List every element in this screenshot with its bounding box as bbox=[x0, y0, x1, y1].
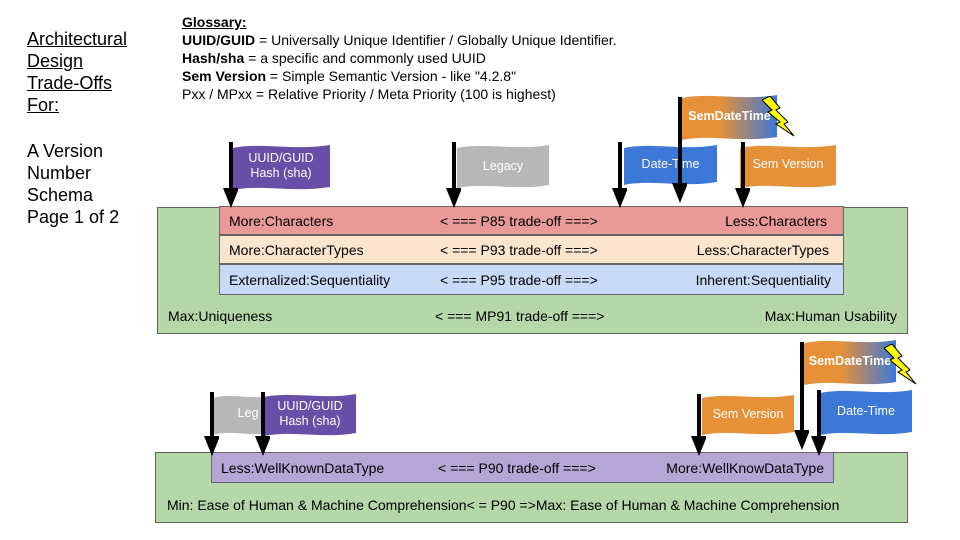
flag-cloth bbox=[232, 145, 330, 190]
datetime-flag-label: Date-Time bbox=[641, 157, 700, 171]
glossary-def: = a specific and commonly used UUID bbox=[244, 50, 486, 66]
uuid-line-2: Hash (sha) bbox=[250, 166, 312, 180]
side-title: Architectural Design Trade-Offs For: bbox=[27, 28, 127, 116]
lightning-icon bbox=[884, 344, 917, 385]
row-mid: < === P90 trade-off ===> bbox=[438, 460, 596, 476]
glossary-entry: UUID/GUID = Universally Unique Identifie… bbox=[182, 31, 617, 49]
glossary-heading: Glossary: bbox=[182, 14, 247, 30]
semversion-pole bbox=[735, 142, 750, 208]
semversion-flag-label: Sem Version bbox=[752, 157, 824, 171]
side-sub-line: Number bbox=[27, 163, 92, 183]
uuid-flag: UUID/GUID Hash (sha) bbox=[232, 145, 330, 190]
datetime-pole bbox=[612, 142, 627, 208]
uuid-pole-bottom bbox=[255, 392, 270, 456]
glossary-entry: Sem Version = Simple Semantic Version - … bbox=[182, 67, 617, 85]
semversion-flag-shape bbox=[740, 145, 836, 188]
datetime-flag-shape bbox=[624, 145, 717, 185]
semdatetime-flag-shape bbox=[682, 95, 777, 140]
row-mid: < === P85 trade-off ===> bbox=[440, 213, 598, 229]
row-mid: < === P93 trade-off ===> bbox=[440, 242, 598, 258]
semdatetime-flag: SemDateTime bbox=[682, 95, 777, 140]
semdatetime-pole bbox=[672, 97, 687, 203]
lightning-icon bbox=[762, 96, 795, 137]
uuid-line-1: UUID/GUID bbox=[277, 399, 343, 413]
semversion-flag: Sem Version bbox=[740, 145, 836, 188]
glossary-entry: Pxx / MPxx = Relative Priority / Meta Pr… bbox=[182, 85, 617, 103]
legacy-flag-bottom: Leg bbox=[213, 395, 273, 435]
row-right: Less:Characters bbox=[725, 213, 827, 229]
row-left: More:CharacterTypes bbox=[229, 242, 364, 258]
row-right: Less:CharacterTypes bbox=[696, 242, 829, 258]
legacy-pole-bottom bbox=[204, 392, 219, 456]
semdatetime-flag-bottom-label: SemDateTime bbox=[808, 354, 892, 368]
tradeoff-row-charactertypes: More:CharacterTypes < === P93 trade-off … bbox=[219, 235, 844, 264]
datetime-flag-bottom: Date-Time bbox=[820, 390, 912, 435]
tradeoff-row-sequentiality: Externalized:Sequentiality < === P95 tra… bbox=[219, 264, 844, 295]
row-right: More:WellKnowDataType bbox=[666, 460, 824, 476]
legacy-pole bbox=[446, 142, 461, 208]
uuid-flag-shape bbox=[232, 145, 330, 190]
semversion-flag-bottom-label: Sem Version bbox=[712, 407, 784, 421]
uuid-pole bbox=[223, 142, 238, 208]
datetime-flag-bottom-label: Date-Time bbox=[837, 404, 895, 418]
side-title-line: Architectural bbox=[27, 29, 128, 49]
glossary-term: Sem Version bbox=[182, 68, 267, 84]
semversion-flag-bottom-shape bbox=[702, 395, 794, 435]
glossary-def: = Simple Semantic Version - like "4.2.8" bbox=[266, 68, 517, 84]
side-subtitle: A Version Number Schema Page 1 of 2 bbox=[27, 140, 119, 228]
semversion-flag-bottom: Sem Version bbox=[702, 395, 794, 435]
glossary-def: Pxx / MPxx = Relative Priority / Meta Pr… bbox=[182, 86, 556, 102]
uuid-flag-bottom-label: UUID/GUID Hash (sha) bbox=[264, 399, 356, 429]
side-title-line: Design bbox=[27, 51, 84, 71]
row-mid: < === P95 trade-off ===> bbox=[440, 272, 598, 288]
glossary-term: UUID/GUID bbox=[182, 32, 256, 48]
datetime-flag-bottom-shape bbox=[820, 390, 912, 435]
legacy-flag-label: Legacy bbox=[482, 159, 524, 173]
row-left: More:Characters bbox=[229, 213, 334, 229]
side-title-line: Trade-Offs bbox=[27, 73, 113, 93]
legacy-flag-bottom-label: Leg bbox=[237, 406, 259, 420]
row-left: Externalized:Sequentiality bbox=[229, 272, 391, 288]
bottom-footer: Min: Ease of Human & Machine Comprehensi… bbox=[167, 497, 840, 513]
semdatetime-flag-label: SemDateTime bbox=[688, 109, 771, 123]
side-sub-line: Schema bbox=[27, 185, 94, 205]
footer-left: Max:Uniqueness bbox=[168, 308, 273, 324]
glossary-def: = Universally Unique Identifier / Global… bbox=[255, 32, 617, 48]
datetime-flag: Date-Time bbox=[624, 145, 717, 185]
side-title-line: For: bbox=[27, 95, 60, 115]
row-right: Inherent:Sequentiality bbox=[695, 272, 831, 288]
tradeoff-row-characters: More:Characters < === P85 trade-off ===>… bbox=[219, 206, 844, 235]
uuid-line-2: Hash (sha) bbox=[279, 414, 341, 428]
semversion-pole-bottom bbox=[691, 394, 706, 456]
legacy-flag-shape bbox=[457, 145, 549, 188]
side-sub-line: A Version bbox=[27, 141, 104, 161]
uuid-flag-label: UUID/GUID Hash (sha) bbox=[232, 151, 330, 181]
legacy-flag: Legacy bbox=[457, 145, 549, 188]
legacy-flag-bottom-shape bbox=[213, 395, 273, 435]
glossary: Glossary: UUID/GUID = Universally Unique… bbox=[182, 13, 617, 103]
tradeoff-row-wellknowndatatype: Less:WellKnownDataType < === P90 trade-o… bbox=[211, 452, 834, 483]
uuid-flag-bottom-shape bbox=[264, 394, 356, 436]
footer-mid: < === MP91 trade-off ===> bbox=[435, 308, 605, 324]
footer-right: Max:Human Usability bbox=[764, 308, 897, 324]
glossary-entry: Hash/sha = a specific and commonly used … bbox=[182, 49, 617, 67]
datetime-pole-bottom bbox=[811, 390, 826, 456]
semdatetime-flag-bottom-shape bbox=[804, 340, 896, 385]
side-sub-line: Page 1 of 2 bbox=[27, 207, 120, 227]
uuid-line-1: UUID/GUID bbox=[248, 151, 314, 165]
uuid-flag-bottom: UUID/GUID Hash (sha) bbox=[264, 394, 356, 436]
semdatetime-pole-bottom bbox=[794, 342, 809, 450]
glossary-term: Hash/sha bbox=[182, 50, 245, 66]
row-left: Less:WellKnownDataType bbox=[221, 460, 385, 476]
semdatetime-flag-bottom: SemDateTime bbox=[804, 340, 896, 385]
